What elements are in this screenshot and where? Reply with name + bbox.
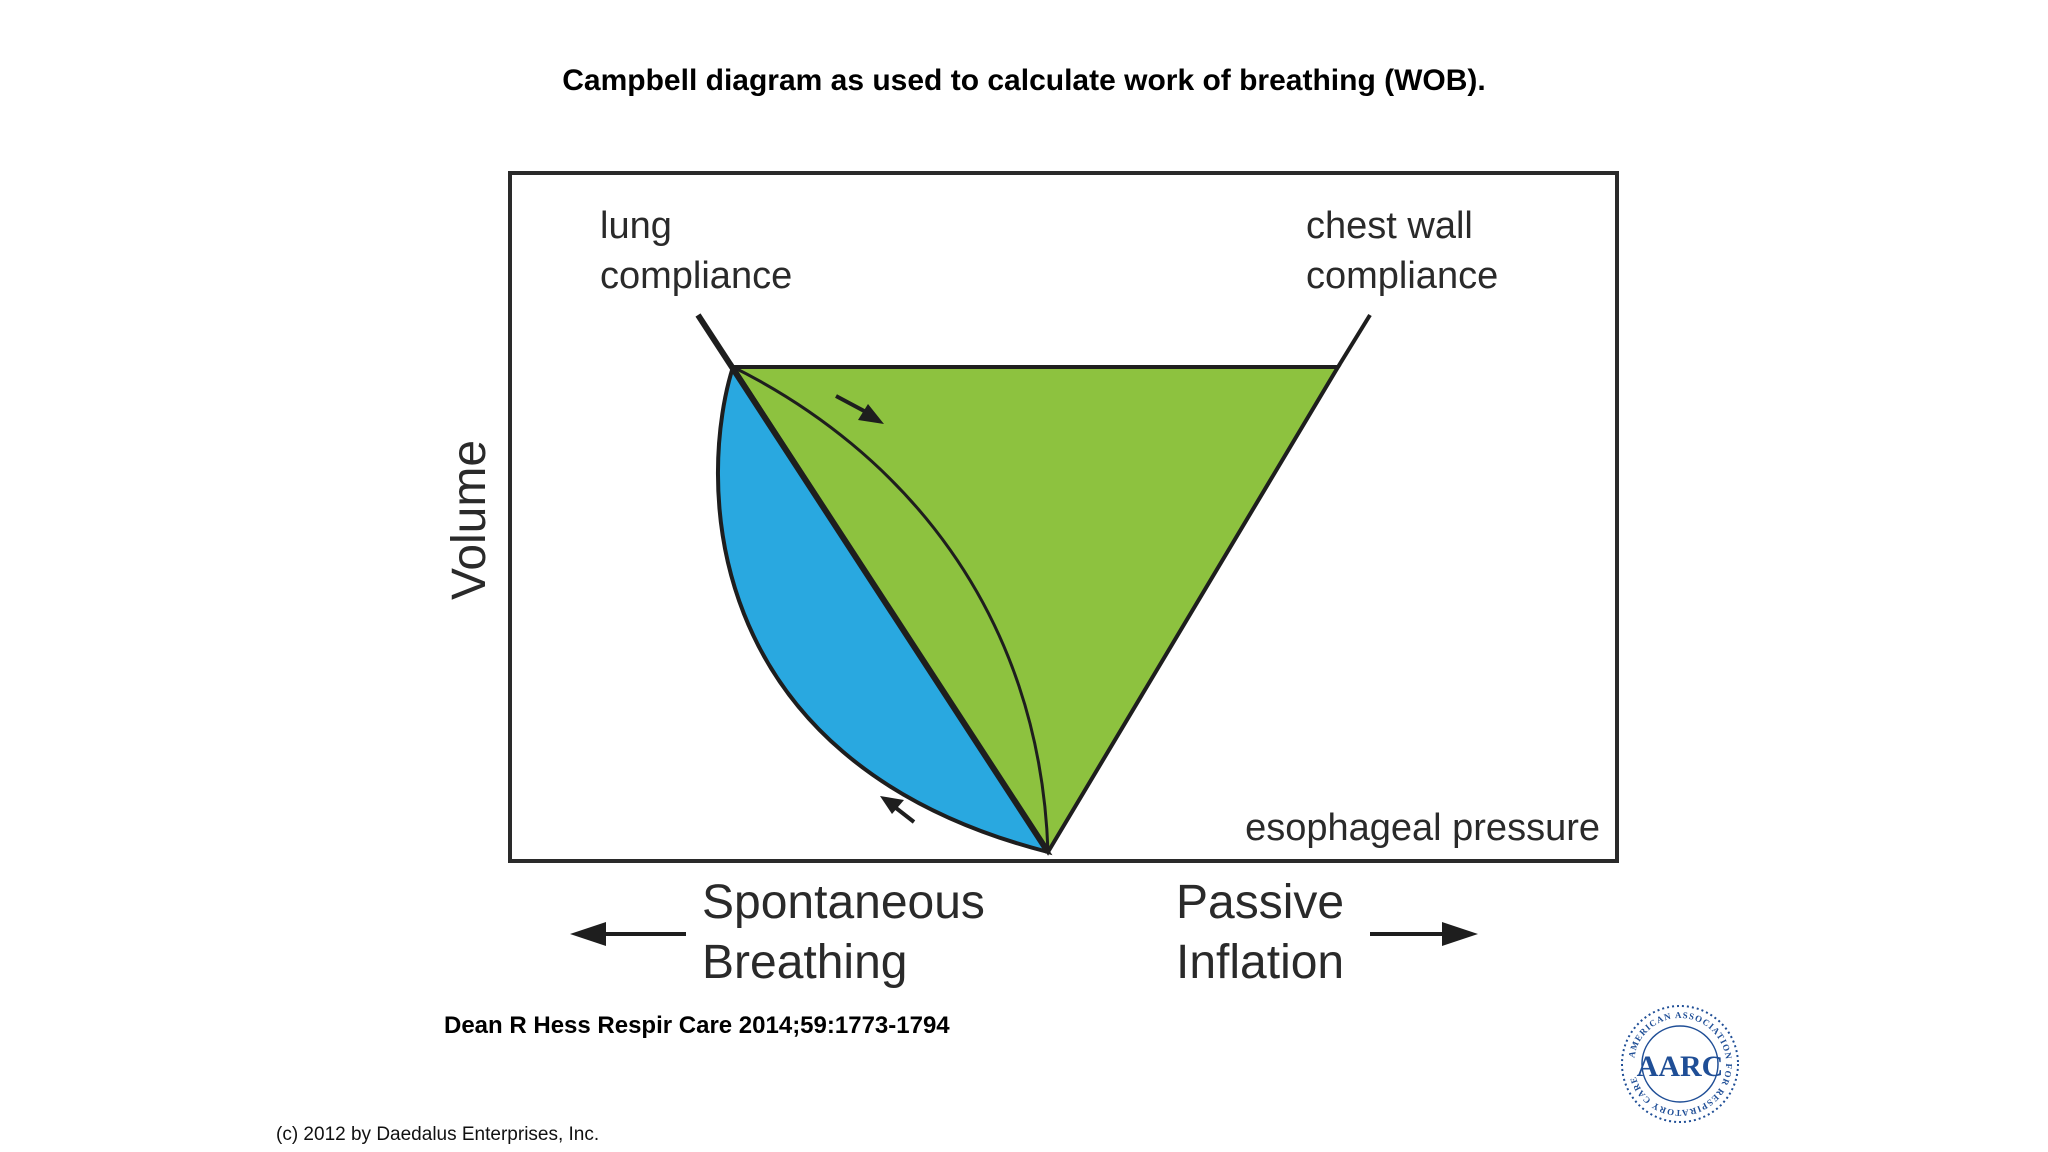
x-axis-label: esophageal pressure — [1245, 807, 1600, 849]
lung-compliance-label: lung compliance — [600, 205, 792, 297]
chest-wall-compliance-line — [1336, 313, 1372, 369]
left-arrow-icon — [570, 922, 686, 946]
copyright-notice: (c) 2012 by Daedalus Enterprises, Inc. — [276, 1124, 600, 1145]
chest-wall-compliance-label: chest wall compliance — [1306, 205, 1498, 297]
spontaneous-breathing-label: Spontaneous Breathing — [702, 876, 998, 989]
expiration-arrow — [880, 796, 916, 824]
passive-inflation-label: Passive Inflation — [1176, 876, 1357, 989]
slide-title: Campbell diagram as used to calculate wo… — [562, 64, 1486, 97]
inspiratory-curve — [732, 365, 1050, 853]
lung-compliance-line — [695, 313, 1051, 854]
inspiration-arrow — [835, 394, 884, 424]
svg-text:AARC: AARC — [1637, 1050, 1724, 1083]
right-arrow-icon — [1370, 922, 1478, 946]
citation: Dean R Hess Respir Care 2014;59:1773-179… — [444, 1012, 950, 1039]
y-axis-label: Volume — [443, 440, 496, 600]
aarc-logo-icon: AMERICAN ASSOCIATION FOR RESPIRATORY CAR… — [1621, 1005, 1739, 1123]
